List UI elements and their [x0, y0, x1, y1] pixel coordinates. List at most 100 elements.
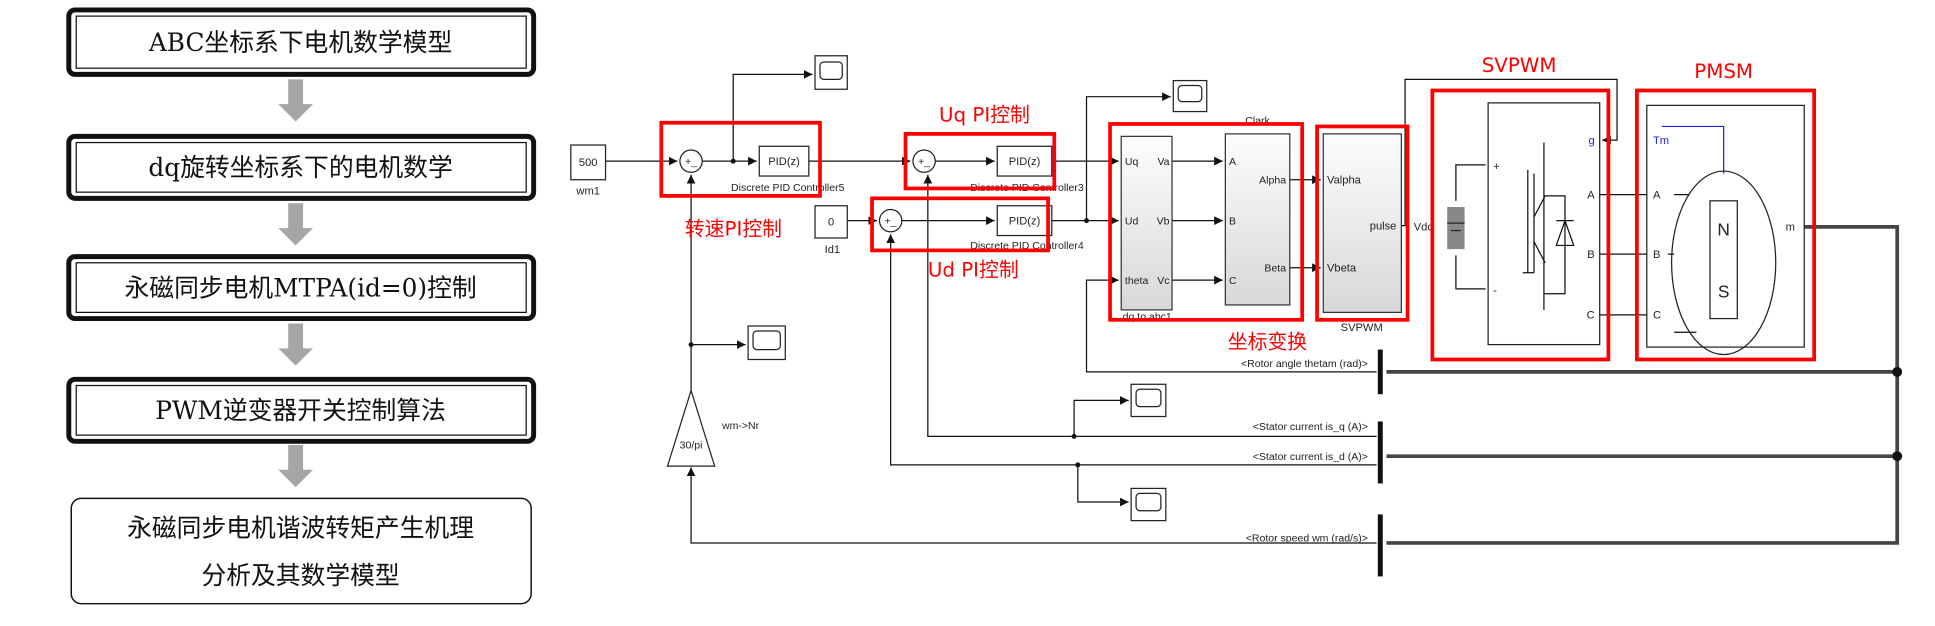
pole-s: S — [1718, 282, 1730, 302]
pid-label: PID(z) — [1009, 156, 1041, 168]
sum-sign: +_ — [918, 156, 930, 168]
clark-block[interactable]: Clark A B C Alpha Beta — [1224, 115, 1291, 306]
port-label: m — [1786, 222, 1795, 234]
scope-icon[interactable] — [1172, 79, 1208, 113]
sum-ud[interactable]: +_ — [878, 208, 903, 233]
flow-step-text: PWM逆变器开关控制算法 — [155, 396, 446, 425]
inverter-block[interactable]: + - g A B C — [1487, 102, 1601, 346]
signal-label: <Stator current is_q (A)> — [1253, 421, 1368, 433]
signal-label: <Rotor speed wm (rad/s)> — [1246, 533, 1368, 545]
highlight-transform — [1108, 122, 1305, 322]
pid-label: PID(z) — [1009, 215, 1041, 227]
down-arrow-icon — [278, 79, 313, 122]
sum-sign: +_ — [885, 215, 897, 227]
sum-uq[interactable]: +_ — [912, 149, 936, 173]
pid-controller-5[interactable]: PID(z) Discrete PID Controller5 — [731, 145, 845, 194]
signal-label: <Stator current is_d (A)> — [1253, 451, 1368, 463]
flow-step-3: 永磁同步电机MTPA(id=0)控制 — [66, 254, 537, 322]
port-label: A — [1653, 189, 1661, 201]
block-name: wm->Nr — [721, 420, 760, 432]
highlight-ud-pi — [870, 196, 1050, 253]
port-label: C — [1653, 310, 1661, 322]
port-label: Uq — [1125, 156, 1139, 168]
annotation-speed-pi: 转速PI控制 — [685, 218, 782, 241]
flow-step-text: 分析及其数学模型 — [201, 561, 399, 590]
motor-icon: N S — [1667, 170, 1777, 356]
flowchart: ABC坐标系下电机数学模型 dq旋转坐标系下的电机数学 永磁同步电机MTPA(i… — [66, 7, 537, 605]
pid-controller-4[interactable]: PID(z) Discrete PID Controller4 — [970, 205, 1084, 252]
port-label: Va — [1157, 156, 1169, 168]
scope-icon[interactable] — [1130, 383, 1167, 418]
port-label: C — [1587, 310, 1595, 322]
highlight-pmsm — [1635, 88, 1817, 362]
highlight-inverter — [1430, 88, 1611, 362]
port-label: theta — [1125, 275, 1149, 287]
signal-label: <Rotor angle thetam (rad)> — [1241, 358, 1368, 370]
down-arrow-icon — [278, 445, 313, 488]
bus-selector-speed[interactable] — [1377, 514, 1383, 577]
down-arrow-icon — [278, 323, 313, 366]
port-label: g — [1589, 135, 1595, 147]
flow-step-text: 永磁同步电机谐波转矩产生机理 — [127, 514, 474, 543]
dq-to-abc-block[interactable]: Uq Ud theta Va Vb Vc dq to abc1 — [1120, 135, 1173, 323]
flow-step-text: 永磁同步电机MTPA(id=0)控制 — [125, 273, 477, 302]
port-label: C — [1229, 275, 1237, 287]
flow-step-1: ABC坐标系下电机数学模型 — [66, 7, 537, 77]
highlight-uq-pi — [903, 132, 1057, 191]
port-label: B — [1587, 249, 1594, 261]
flow-step-4: PWM逆变器开关控制算法 — [66, 376, 537, 444]
port-label: A — [1587, 189, 1595, 201]
port-label: A — [1229, 156, 1236, 168]
down-arrow-icon — [278, 203, 313, 246]
speed-reference-block[interactable]: 500 wm1 — [570, 144, 607, 198]
pid-label: PID(z) — [768, 156, 800, 168]
port-label: Ud — [1125, 215, 1139, 227]
bus-selector-angle[interactable] — [1377, 349, 1383, 395]
scope-icon[interactable] — [747, 325, 786, 361]
block-name: Id1 — [825, 244, 841, 256]
port-label: Vc — [1157, 275, 1169, 287]
simulink-diagram: <Rotor angle thetam (rad)> <Stator curre… — [570, 54, 1903, 577]
port-label: - — [1493, 285, 1497, 297]
block-name: SVPWM — [1341, 322, 1383, 334]
sum-sign: +_ — [685, 156, 697, 168]
annotation-ud-pi: Ud PI控制 — [928, 258, 1019, 281]
vdc-label: Vdc — [1414, 222, 1434, 234]
annotation-svpwm: SVPWM — [1482, 54, 1557, 77]
scope-icon[interactable] — [1130, 487, 1167, 522]
port-label: Tm — [1653, 135, 1669, 147]
gain-value: 30/pi — [680, 440, 703, 452]
sum-speed[interactable]: +_ — [679, 149, 703, 173]
port-label: Vb — [1157, 215, 1170, 227]
port-label: Alpha — [1259, 174, 1286, 186]
annotation-pmsm: PMSM — [1694, 60, 1753, 83]
annotation-transform: 坐标变换 — [1228, 330, 1307, 353]
gain-block[interactable]: 30/pi wm->Nr — [666, 388, 760, 467]
id-reference-block[interactable]: 0 Id1 — [814, 205, 848, 256]
constant-value: 500 — [579, 157, 598, 169]
bus-selector-current[interactable] — [1377, 421, 1383, 484]
pmsm-block[interactable]: Tm A B C m N S — [1646, 104, 1805, 356]
annotation-uq-pi: Uq PI控制 — [939, 103, 1030, 126]
block-name: Discrete PID Controller5 — [731, 182, 845, 194]
port-label: B — [1229, 215, 1236, 227]
flow-step-2: dq旋转坐标系下的电机数学 — [66, 133, 537, 201]
flow-step-text: ABC坐标系下电机数学模型 — [148, 28, 452, 57]
dc-source-icon[interactable] — [1447, 164, 1486, 290]
port-label: + — [1493, 161, 1500, 173]
port-label: pulse — [1370, 220, 1397, 232]
flow-step-text: dq旋转坐标系下的电机数学 — [148, 153, 452, 182]
scope-icon[interactable] — [814, 55, 848, 90]
pole-n: N — [1717, 220, 1730, 240]
highlight-speed-pi — [659, 120, 822, 198]
constant-value: 0 — [828, 217, 834, 229]
port-label: B — [1653, 249, 1660, 261]
port-label: Beta — [1264, 262, 1286, 274]
highlight-svpwm-block — [1315, 124, 1410, 322]
igbt-diode-icon — [1522, 142, 1575, 310]
block-name: wm1 — [575, 186, 600, 198]
port-label: Valpha — [1327, 174, 1362, 186]
port-label: Vbeta — [1327, 262, 1357, 274]
svpwm-block[interactable]: Valpha Vbeta pulse SVPWM — [1322, 133, 1402, 334]
